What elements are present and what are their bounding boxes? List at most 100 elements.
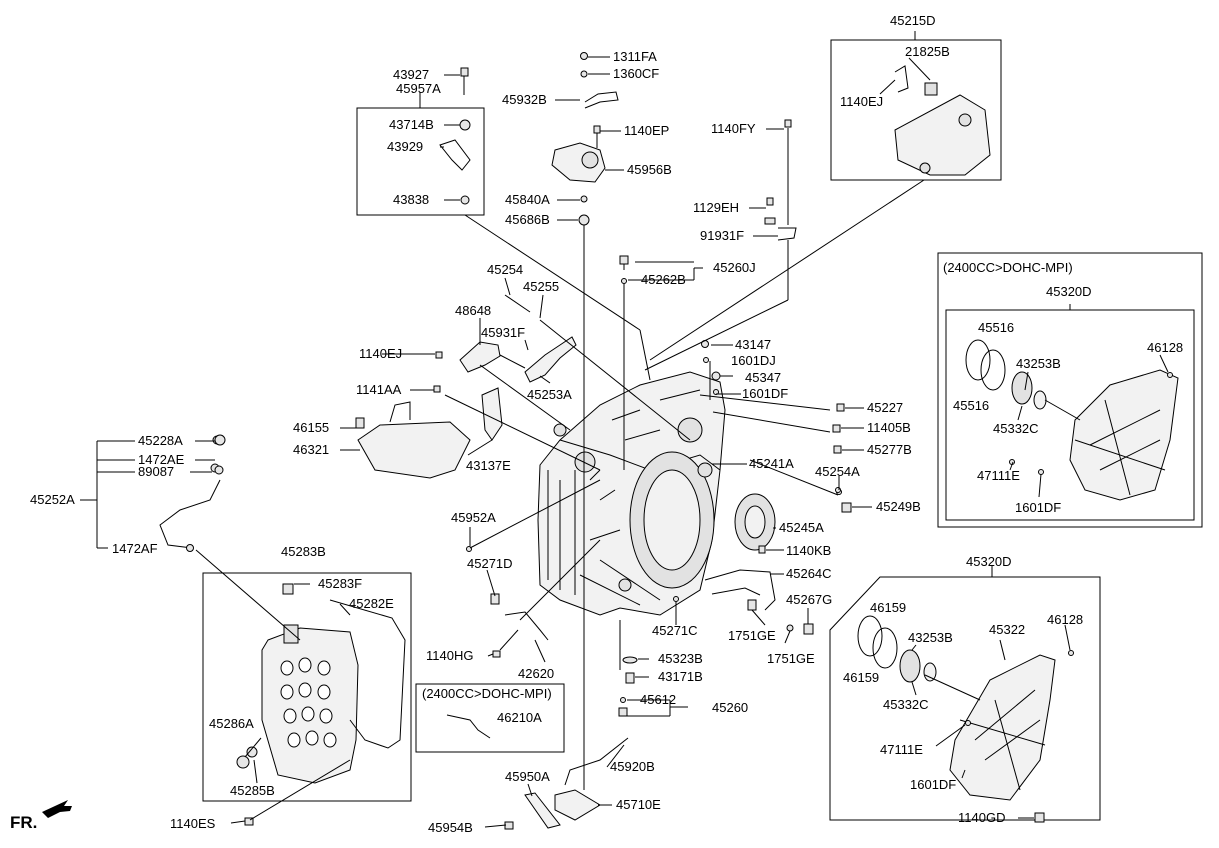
callout-45254a: 45254A: [815, 464, 860, 479]
callout-l-45320d: 45320D: [966, 554, 1012, 569]
callout-11405b: 11405B: [867, 420, 911, 435]
callout-1360cf: 1360CF: [613, 66, 659, 81]
fr-label: FR.: [10, 813, 37, 832]
callout-45253a: 45253A: [527, 387, 572, 402]
callout-45264c: 45264C: [786, 566, 832, 581]
callout-45267g: 45267G: [786, 592, 832, 607]
callout-45277b: 45277B: [867, 442, 912, 457]
strainer-46321: [357, 401, 471, 479]
callout-l-1140gd: 1140GD: [958, 810, 1005, 825]
front-arrow-icon: [42, 800, 72, 818]
plate-43137e: [481, 387, 503, 441]
callout-45254: 45254: [487, 262, 523, 277]
pipe-42620: [499, 611, 549, 651]
transmission-case: [537, 371, 726, 616]
callout-45286a: 45286A: [209, 716, 254, 731]
callout-45271d: 45271D: [467, 556, 513, 571]
box-45215d: [830, 39, 1002, 181]
callout-u-45516-a: 45516: [978, 320, 1014, 335]
callout-45323b: 45323B: [658, 651, 703, 666]
callout-45686b: 45686B: [505, 212, 550, 227]
callout-45347: 45347: [745, 370, 781, 385]
callout-1601df-mid: 1601DF: [742, 386, 788, 401]
callout-1140es: 1140ES: [170, 816, 216, 831]
callout-45249b: 45249B: [876, 499, 921, 514]
callout-43171b: 43171B: [658, 669, 703, 684]
callout-48648: 48648: [455, 303, 491, 318]
callout-1141aa: 1141AA: [356, 382, 402, 397]
callout-46321: 46321: [293, 442, 329, 457]
callout-45283f: 45283F: [318, 576, 362, 591]
callout-l-45322: 45322: [989, 622, 1025, 637]
callout-45283b: 45283B: [281, 544, 326, 559]
callout-45612: 45612: [640, 692, 676, 707]
cover-45322: [857, 615, 1056, 801]
callout-l-46128: 46128: [1047, 612, 1083, 627]
callout-45957a: 45957A: [396, 81, 441, 96]
callout-43147: 43147: [735, 337, 771, 352]
box-dohc-small: [415, 683, 565, 753]
box-45283b: [202, 572, 412, 802]
callout-45931f: 45931F: [481, 325, 525, 340]
callout-l-45332c: 45332C: [883, 697, 929, 712]
callout-43838: 43838: [393, 192, 429, 207]
callout-l-43253b: 43253B: [908, 630, 953, 645]
callout-45260: 45260: [712, 700, 748, 715]
oil-pan: [261, 599, 406, 784]
callout-1129eh: 1129EH: [693, 200, 739, 215]
group-boxes: [202, 39, 1203, 821]
box-dohc-upper: [937, 252, 1203, 528]
note-dohc-upper: (2400CC>DOHC-MPI): [943, 260, 1073, 275]
box-45320d-lower: [829, 576, 1101, 821]
seal-45245a: [734, 493, 776, 551]
callout-46155: 46155: [293, 420, 329, 435]
callout-45950a: 45950A: [505, 769, 550, 784]
callout-21825b: 21825B: [905, 44, 950, 59]
callout-1751ge-b: 1751GE: [767, 651, 815, 666]
callout-u-1601df: 1601DF: [1015, 500, 1061, 515]
callout-43927: 43927: [393, 67, 429, 82]
note-dohc-small: (2400CC>DOHC-MPI): [422, 686, 552, 701]
callout-u-43253b: 43253B: [1016, 356, 1061, 371]
callout-43137e: 43137E: [466, 458, 511, 473]
callout-1140ej-mid: 1140EJ: [359, 346, 402, 361]
callout-45710e: 45710E: [616, 797, 661, 812]
callout-45840a: 45840A: [505, 192, 550, 207]
part-46210a: [446, 714, 491, 739]
callout-45255: 45255: [523, 279, 559, 294]
callout-u-45332c: 45332C: [993, 421, 1039, 436]
callout-u-47111e: 47111E: [977, 468, 1020, 483]
callout-1311fa: 1311FA: [613, 49, 657, 64]
callout-45954b: 45954B: [428, 820, 473, 835]
callout-45956b: 45956B: [627, 162, 672, 177]
lever-45253a: [459, 294, 577, 383]
callout-45215d: 45215D: [890, 13, 936, 28]
callout-1601dj: 1601DJ: [731, 353, 776, 368]
callout-43929: 43929: [387, 139, 423, 154]
callout-u-46128: 46128: [1147, 340, 1183, 355]
callout-46210a: 46210A: [497, 710, 542, 725]
callout-1140hg: 1140HG: [426, 648, 473, 663]
callout-1472ae: 1472AE: [138, 452, 185, 467]
callout-45228a: 45228A: [138, 433, 183, 448]
callout-45252a: 45252A: [30, 492, 75, 507]
callout-1140ep: 1140EP: [624, 123, 669, 138]
fasteners: [186, 52, 1173, 830]
callout-45227: 45227: [867, 400, 903, 415]
callout-45245a: 45245A: [779, 520, 824, 535]
callout-l-1601df: 1601DF: [910, 777, 956, 792]
callout-45952a: 45952A: [451, 510, 496, 525]
leader-lines: [80, 31, 1169, 828]
pipe-45264c: [704, 569, 776, 611]
callout-89087: 89087: [138, 464, 174, 479]
callout-l-46159-b: 46159: [843, 670, 879, 685]
callout-1751ge-a: 1751GE: [728, 628, 776, 643]
callout-1472af: 1472AF: [112, 541, 158, 556]
callout-45285b: 45285B: [230, 783, 275, 798]
callout-45260j: 45260J: [713, 260, 756, 275]
callout-43714b: 43714B: [389, 117, 434, 132]
callout-45282e: 45282E: [349, 596, 394, 611]
bracket-45215d: [894, 65, 991, 176]
callout-45271c: 45271C: [652, 623, 698, 638]
